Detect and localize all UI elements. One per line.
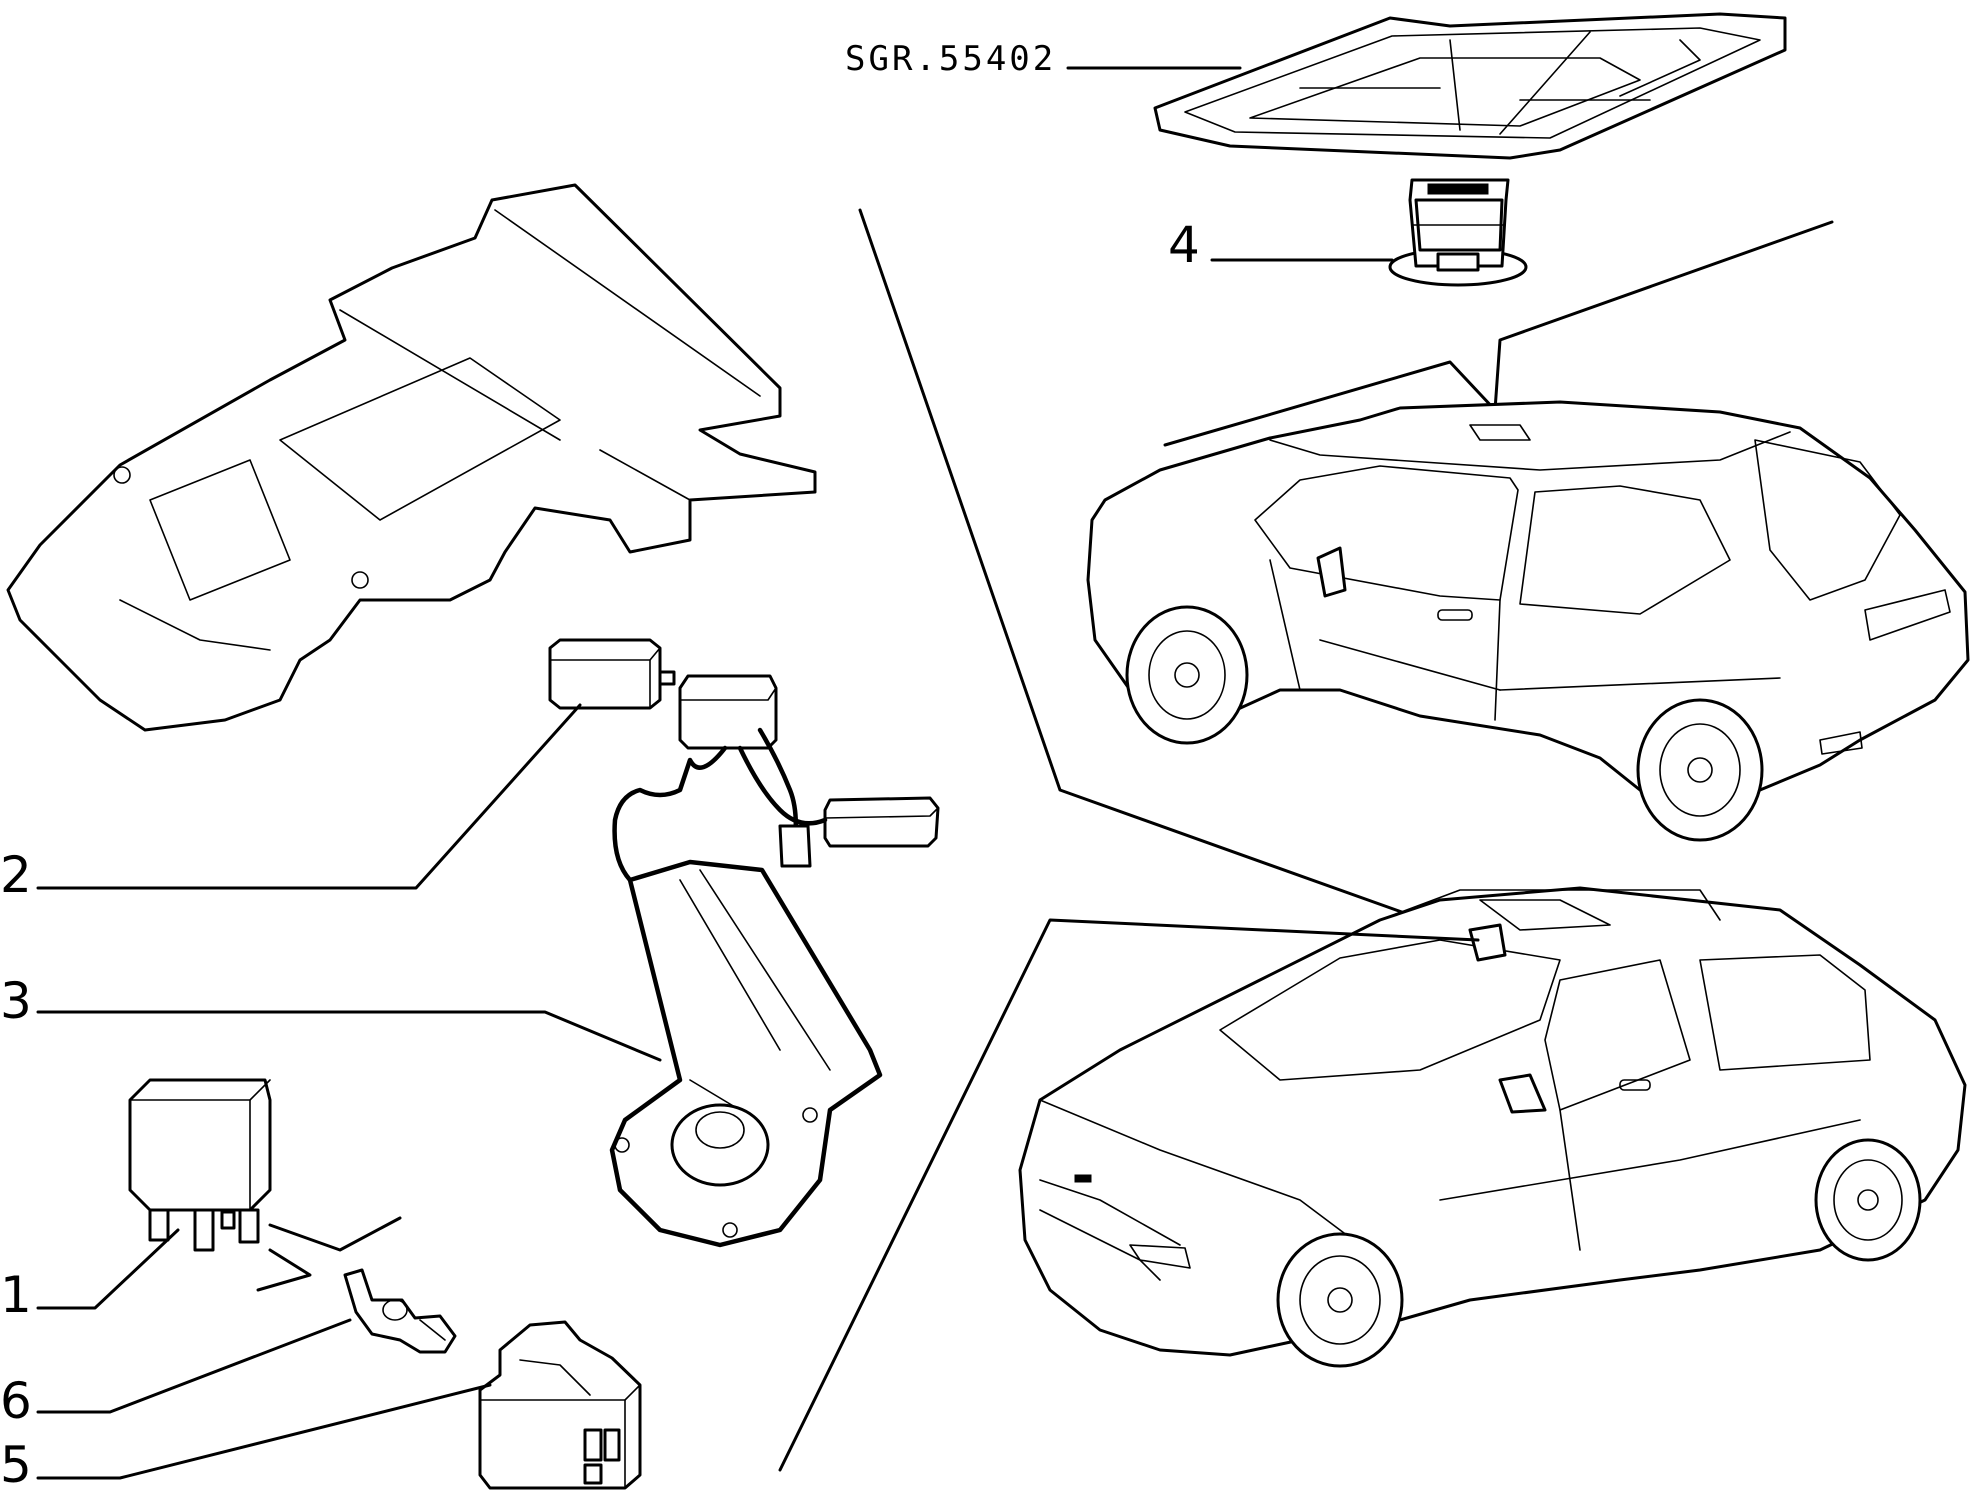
callout-2-leader bbox=[36, 703, 582, 890]
callout-5: 5 bbox=[0, 1436, 32, 1492]
roof-switch-leader-2 bbox=[1163, 360, 1497, 447]
lower-car-leader bbox=[778, 918, 1480, 1472]
center-diagonal-leader bbox=[858, 208, 1482, 942]
mounting-tray-panel bbox=[6, 183, 817, 732]
car-front-view bbox=[1018, 886, 1967, 1368]
roof-cover-panel bbox=[1153, 12, 1787, 160]
callout-6-leader bbox=[36, 1318, 352, 1414]
callout-3: 3 bbox=[0, 972, 32, 1030]
relay-to-terminal-leader-2 bbox=[256, 1248, 312, 1292]
relay-to-terminal-leader bbox=[268, 1216, 402, 1252]
callout-5-leader bbox=[36, 1383, 492, 1480]
part-2-module bbox=[548, 638, 676, 710]
roof-switch-leader bbox=[1493, 220, 1834, 412]
part-5-connector bbox=[478, 1320, 642, 1490]
callout-6: 6 bbox=[0, 1372, 32, 1430]
part-4-switch bbox=[1388, 178, 1528, 287]
callout-4: 4 bbox=[1168, 216, 1200, 274]
callout-1-leader bbox=[36, 1228, 180, 1310]
car-rear-view bbox=[1086, 400, 1970, 842]
diagram-code-label: SGR.55402 bbox=[845, 39, 1056, 79]
part-6-terminal bbox=[343, 1268, 457, 1354]
callout-2: 2 bbox=[0, 846, 32, 904]
callout-1: 1 bbox=[0, 1266, 32, 1324]
callout-3-leader bbox=[36, 1010, 662, 1062]
part-3-motor-harness bbox=[609, 674, 940, 1248]
part-1-relay bbox=[128, 1078, 272, 1252]
